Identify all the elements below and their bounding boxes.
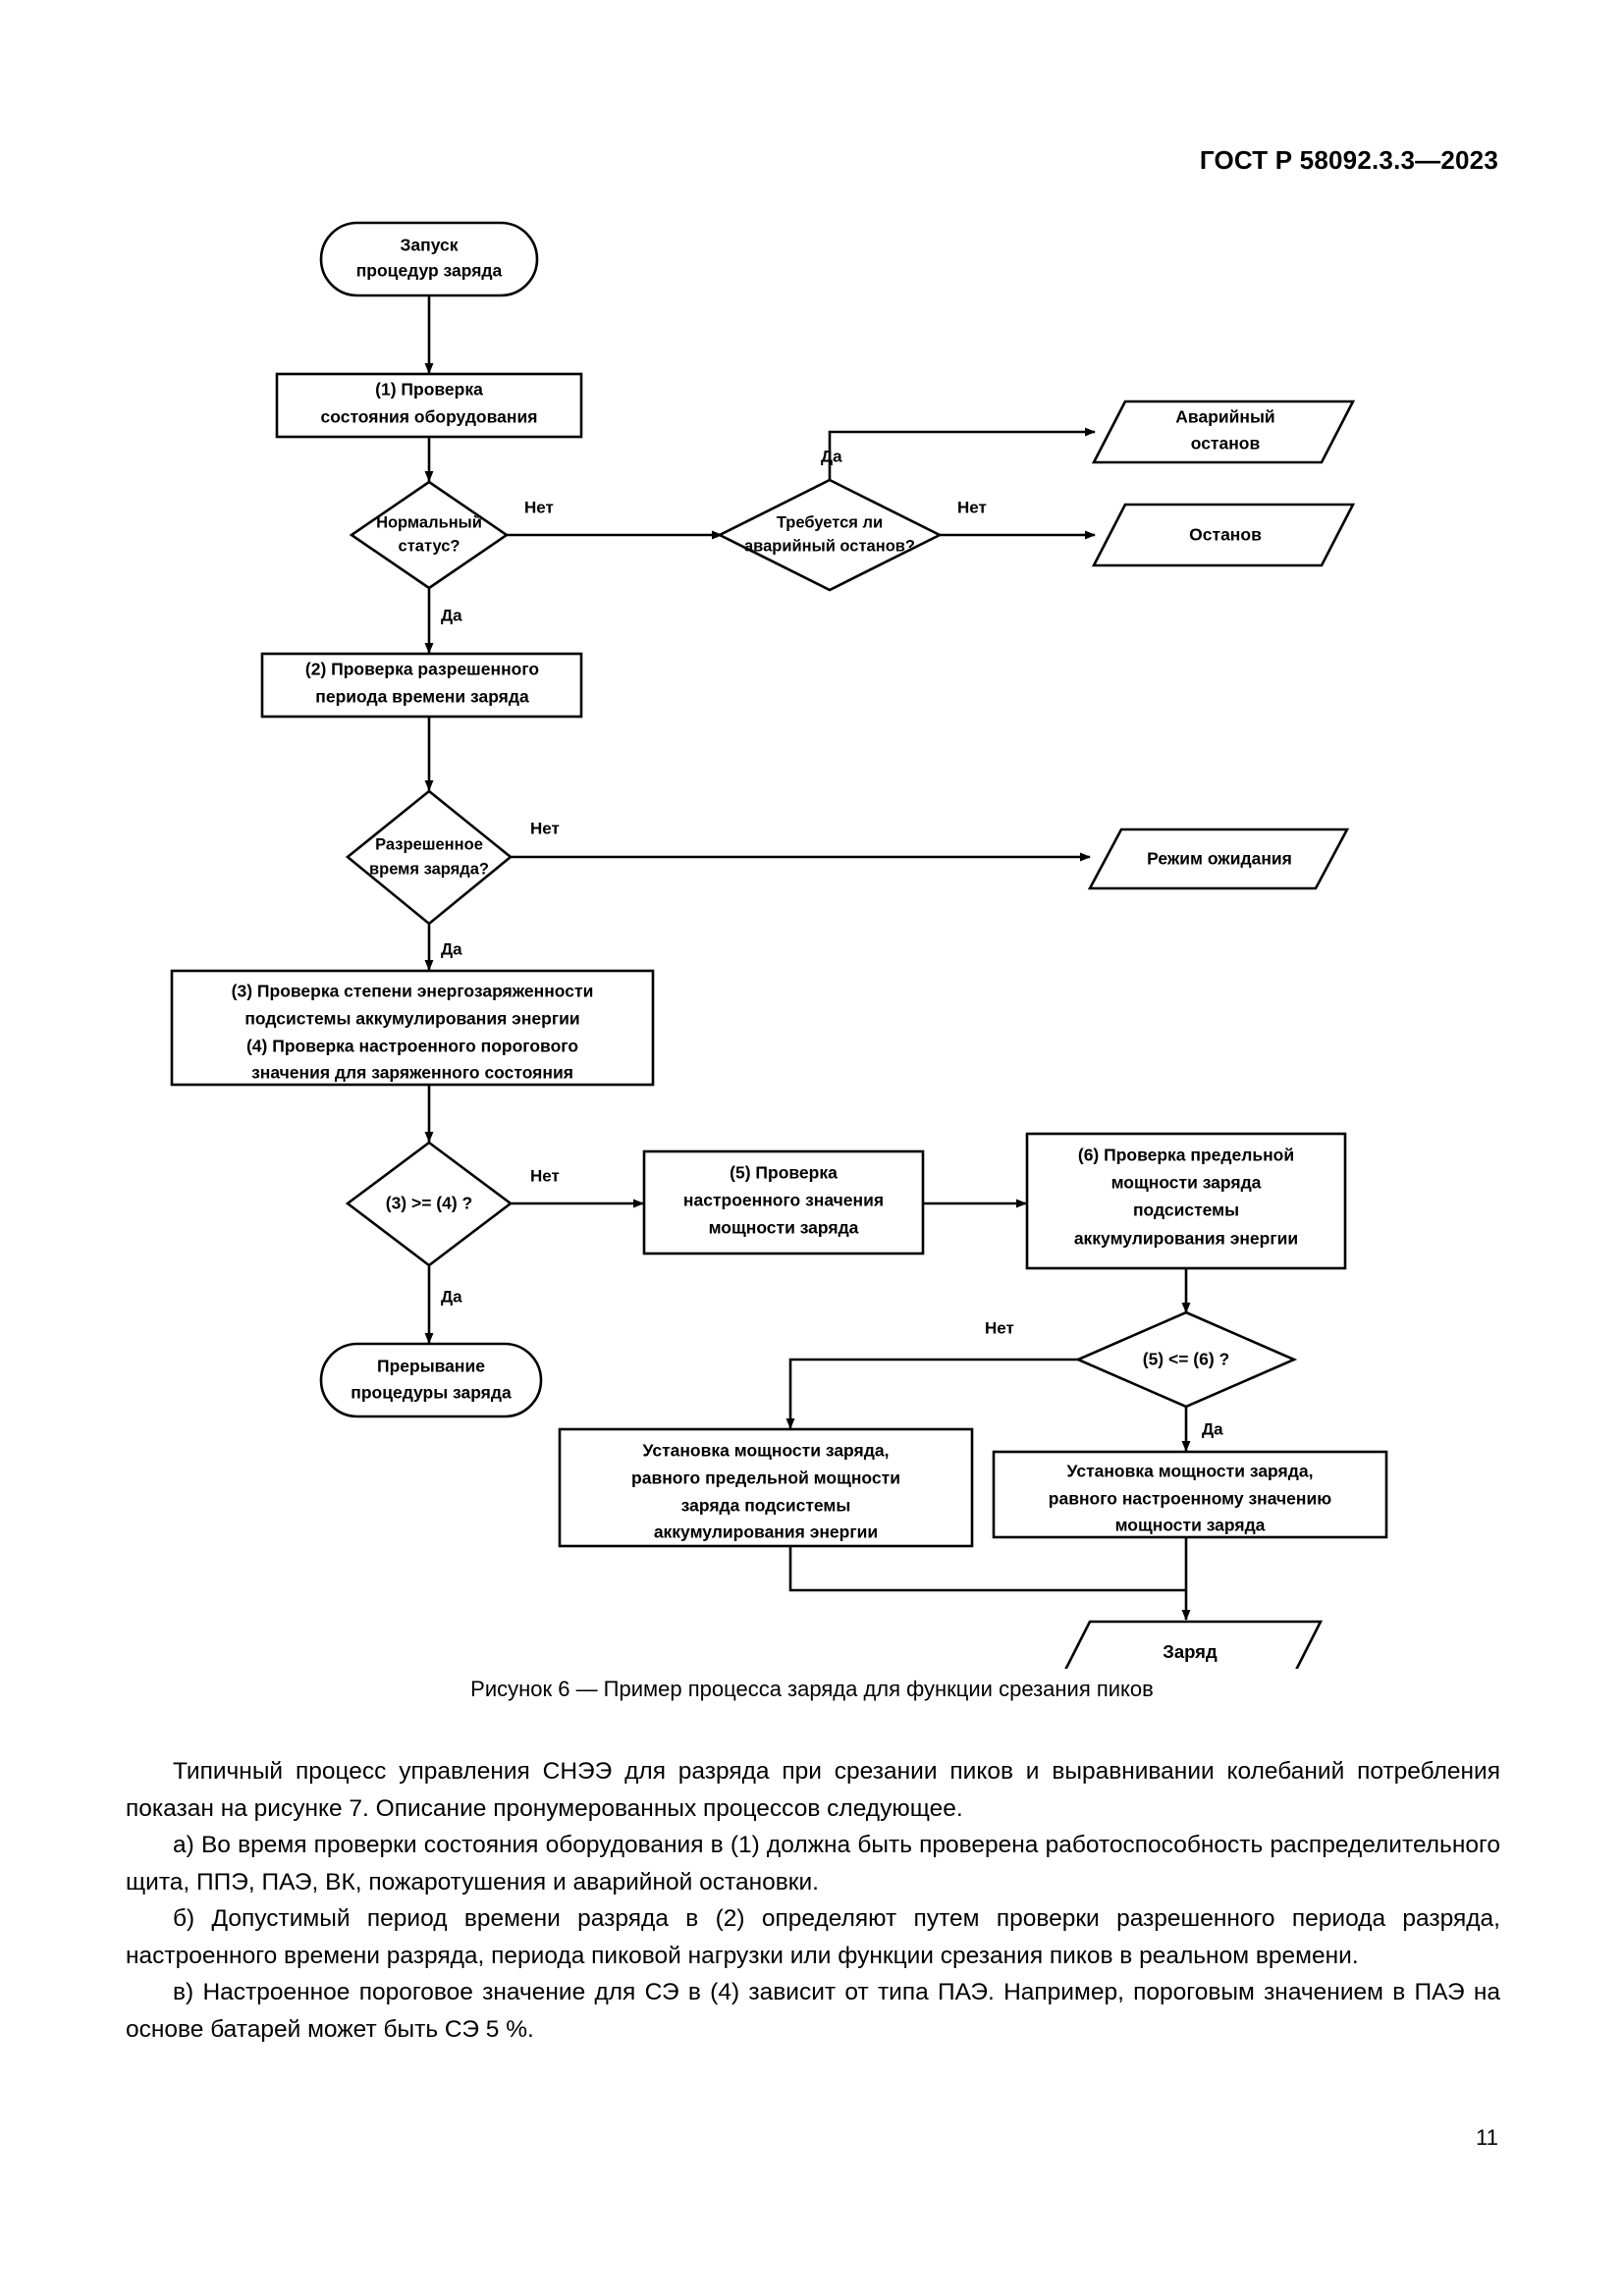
node-set-configured-power-line-1: Установка мощности заряда,: [1067, 1462, 1314, 1481]
node-standby-line-1: Режим ожидания: [1147, 849, 1292, 869]
flowchart-figure: Запуск процедур заряда (1) Проверка сост…: [170, 221, 1388, 1669]
document-header: ГОСТ Р 58092.3.3—2023: [1199, 145, 1498, 175]
node-step34-line-2: подсистемы аккумулирования энергии: [244, 1009, 579, 1029]
node-decision-emergency: [717, 478, 943, 592]
node-step2: [260, 652, 583, 719]
node-set-configured-power-line-2: равного настроенному значению: [1049, 1489, 1331, 1509]
body-paragraph-4: в) Настроенное пороговое значение для СЭ…: [126, 1979, 1500, 2043]
page-number: 11: [1476, 2125, 1498, 2150]
body-paragraph-3: б) Допустимый период времени разряда в (…: [126, 1905, 1500, 1969]
node-start-line-1: Запуск: [400, 236, 458, 255]
node-step1-line-2: состояния оборудования: [321, 407, 538, 427]
node-set-limit-power-line-4: аккумулирования энергии: [654, 1522, 878, 1542]
node-interrupt: [319, 1342, 543, 1418]
node-step1: [275, 372, 583, 439]
edge-label-time-yes: Да: [441, 939, 462, 958]
node-step5-line-2: настроенного значения: [683, 1191, 884, 1210]
node-step6-line-1: (6) Проверка предельной: [1078, 1146, 1294, 1165]
body-paragraph-2: а) Во время проверки состояния оборудова…: [126, 1832, 1500, 1896]
node-step34-line-4: значения для заряженного состояния: [251, 1063, 573, 1083]
node-decision-time-line-2: время заряда?: [369, 860, 489, 878]
node-emergency-stop-line-2: останов: [1191, 434, 1261, 454]
node-decision-56: [1074, 1310, 1298, 1409]
node-stop: [1091, 503, 1356, 567]
node-decision-time: [345, 789, 514, 926]
node-set-limit-power-line-3: заряда подсистемы: [681, 1496, 851, 1516]
node-decision-status-line-2: статус?: [399, 537, 460, 555]
node-start-line-2: процедур заряда: [356, 261, 503, 281]
node-step6-line-2: мощности заряда: [1111, 1173, 1262, 1193]
node-decision-34-line-1: (3) >= (4) ?: [386, 1194, 473, 1213]
node-set-limit-power: [558, 1427, 974, 1548]
node-emergency-stop: [1091, 400, 1356, 464]
node-stop-line-1: Останов: [1189, 525, 1262, 545]
node-step6-line-4: аккумулирования энергии: [1074, 1229, 1298, 1249]
node-interrupt-line-2: процедуры заряда: [351, 1383, 512, 1403]
edge-label-d34-yes: Да: [441, 1287, 462, 1306]
node-emergency-stop-line-1: Аварийный: [1175, 407, 1274, 427]
node-set-configured-power: [992, 1450, 1388, 1539]
node-decision-34: [345, 1141, 514, 1267]
node-step5-line-1: (5) Проверка: [730, 1163, 838, 1183]
node-standby: [1087, 828, 1350, 890]
node-decision-emergency-line-2: аварийный останов?: [744, 537, 915, 555]
node-set-limit-power-line-2: равного предельной мощности: [631, 1468, 900, 1488]
node-set-configured-power-line-3: мощности заряда: [1115, 1516, 1266, 1535]
node-step5: [642, 1149, 925, 1255]
node-step5-line-3: мощности заряда: [709, 1218, 859, 1238]
node-charge-line-1: Заряд: [1163, 1641, 1218, 1662]
node-step1-line-1: (1) Проверка: [375, 380, 483, 400]
node-step34: [170, 969, 655, 1087]
edge-label-status-no: Нет: [524, 498, 554, 516]
node-interrupt-line-1: Прерывание: [377, 1357, 485, 1376]
body-paragraph-1: Типичный процесс управления СНЭЭ для раз…: [126, 1758, 1500, 1822]
node-decision-56-line-1: (5) <= (6) ?: [1143, 1350, 1230, 1369]
node-step2-line-2: периода времени заряда: [315, 687, 529, 707]
node-set-limit-power-line-1: Установка мощности заряда,: [643, 1441, 890, 1461]
edge-label-time-no: Нет: [530, 819, 560, 837]
edge-label-emergency-yes: Да: [821, 447, 842, 465]
edge-label-emergency-no: Нет: [957, 498, 987, 516]
figure-caption: Рисунок 6 — Пример процесса заряда для ф…: [470, 1677, 1154, 1701]
node-step2-line-1: (2) Проверка разрешенного: [305, 660, 539, 679]
connector-d56-no: [785, 1358, 1078, 1429]
edge-label-d56-no: Нет: [985, 1318, 1014, 1337]
node-step34-line-1: (3) Проверка степени энергозаряженности: [232, 982, 594, 1001]
connector-emergency-yes: [828, 427, 1096, 481]
node-step6: [1025, 1132, 1347, 1270]
node-decision-emergency-line-1: Требуется ли: [777, 513, 883, 531]
node-decision-time-line-1: Разрешенное: [375, 835, 483, 853]
node-step34-line-3: (4) Проверка настроенного порогового: [246, 1037, 578, 1056]
connector-limitpower-to-merge: [788, 1546, 1186, 1592]
edge-label-d34-no: Нет: [530, 1166, 560, 1185]
node-decision-status-line-1: Нормальный: [376, 513, 482, 531]
edge-label-status-yes: Да: [441, 606, 462, 624]
node-charge: [1064, 1620, 1324, 1669]
edge-label-d56-yes: Да: [1202, 1419, 1223, 1438]
body-text: Типичный процесс управления СНЭЭ для раз…: [126, 1753, 1500, 2048]
node-decision-status: [349, 480, 510, 590]
node-start: [319, 221, 539, 297]
node-step6-line-3: подсистемы: [1133, 1201, 1239, 1220]
